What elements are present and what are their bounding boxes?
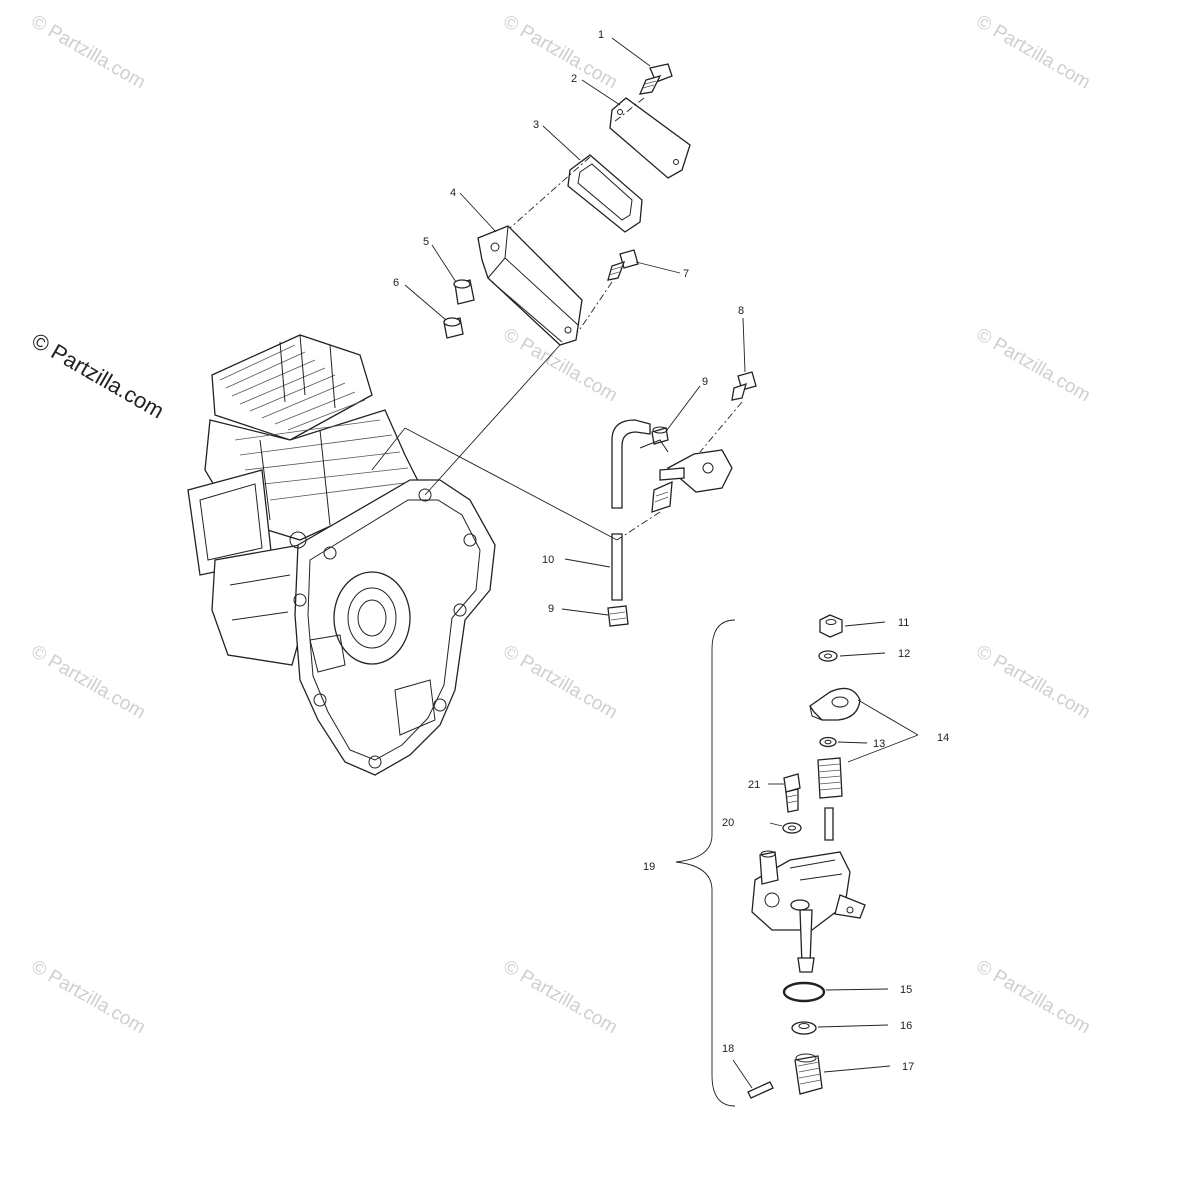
callout-4: 4 bbox=[450, 187, 456, 199]
part-9-clamp-top bbox=[651, 426, 669, 445]
callout-9-bottom: 9 bbox=[548, 603, 554, 615]
callout-10: 10 bbox=[542, 554, 554, 566]
part-17-gear bbox=[794, 1053, 823, 1095]
part-15-o-ring bbox=[782, 981, 826, 1003]
callout-12: 12 bbox=[898, 648, 910, 660]
watermark: © Partzilla.com bbox=[28, 11, 149, 93]
part-6-collar bbox=[443, 317, 464, 339]
reference-lines bbox=[371, 344, 618, 541]
callout-17: 17 bbox=[902, 1061, 914, 1073]
callout-7: 7 bbox=[683, 268, 689, 280]
callout-13: 13 bbox=[873, 738, 885, 750]
part-12-washer bbox=[818, 650, 838, 662]
part-10-oil-line bbox=[611, 419, 651, 601]
assembly-lines bbox=[509, 97, 743, 541]
watermark: © Partzilla.com bbox=[500, 11, 621, 93]
part-16-seal bbox=[791, 1021, 817, 1035]
part-4-cover bbox=[477, 225, 583, 346]
callout-21: 21 bbox=[748, 779, 760, 791]
watermark: © Partzilla.com bbox=[500, 956, 621, 1038]
part-13-washer bbox=[819, 736, 837, 748]
oil-pump-body bbox=[751, 850, 866, 931]
pump-shaft-top bbox=[824, 807, 834, 841]
watermark: © Partzilla.com bbox=[28, 956, 149, 1038]
callout-9-top: 9 bbox=[702, 376, 708, 388]
leader-lines bbox=[404, 37, 919, 1089]
part-18-pin bbox=[747, 1081, 774, 1099]
part-20-washer bbox=[782, 822, 802, 834]
watermark: © Partzilla.com bbox=[500, 641, 621, 723]
part-9-clamp-bottom bbox=[607, 605, 629, 627]
callout-5: 5 bbox=[423, 236, 429, 248]
group-bracket bbox=[675, 619, 736, 1107]
callout-numbers: 1 2 3 4 5 6 7 8 9 10 9 11 12 13 14 21 20… bbox=[393, 29, 949, 1073]
callout-8: 8 bbox=[738, 305, 744, 317]
callout-14: 14 bbox=[937, 732, 949, 744]
callout-2: 2 bbox=[571, 73, 577, 85]
callout-6: 6 bbox=[393, 277, 399, 289]
part-2-plate bbox=[609, 97, 691, 179]
copyright-label: © Partzilla.com bbox=[28, 328, 169, 424]
callout-20: 20 bbox=[722, 817, 734, 829]
callout-16: 16 bbox=[900, 1020, 912, 1032]
engine-crankcase bbox=[187, 334, 496, 776]
part-14-lever bbox=[809, 687, 861, 721]
callout-18: 18 bbox=[722, 1043, 734, 1055]
part-21-bolt bbox=[783, 773, 801, 813]
callout-3: 3 bbox=[533, 119, 539, 131]
callout-11: 11 bbox=[898, 617, 909, 629]
part-1-bolt bbox=[638, 63, 673, 95]
callout-15: 15 bbox=[900, 984, 912, 996]
part-8-screw bbox=[731, 371, 757, 401]
watermark: © Partzilla.com bbox=[28, 641, 149, 723]
part-11-nut bbox=[819, 614, 843, 638]
watermarks: © Partzilla.com © Partzilla.com © Partzi… bbox=[28, 11, 1094, 1038]
part-3-gasket bbox=[567, 154, 643, 233]
part-7-screw bbox=[607, 249, 639, 281]
oil-pump-upper bbox=[639, 439, 733, 513]
pump-shaft-lower bbox=[799, 909, 813, 966]
watermark: © Partzilla.com bbox=[973, 641, 1094, 723]
watermark: © Partzilla.com bbox=[973, 324, 1094, 406]
watermark: © Partzilla.com bbox=[973, 11, 1094, 93]
part-5-collar bbox=[453, 279, 475, 305]
callout-19: 19 bbox=[643, 861, 655, 873]
watermark: © Partzilla.com bbox=[973, 956, 1094, 1038]
part-14-spring bbox=[817, 757, 843, 799]
callout-1: 1 bbox=[598, 29, 604, 41]
